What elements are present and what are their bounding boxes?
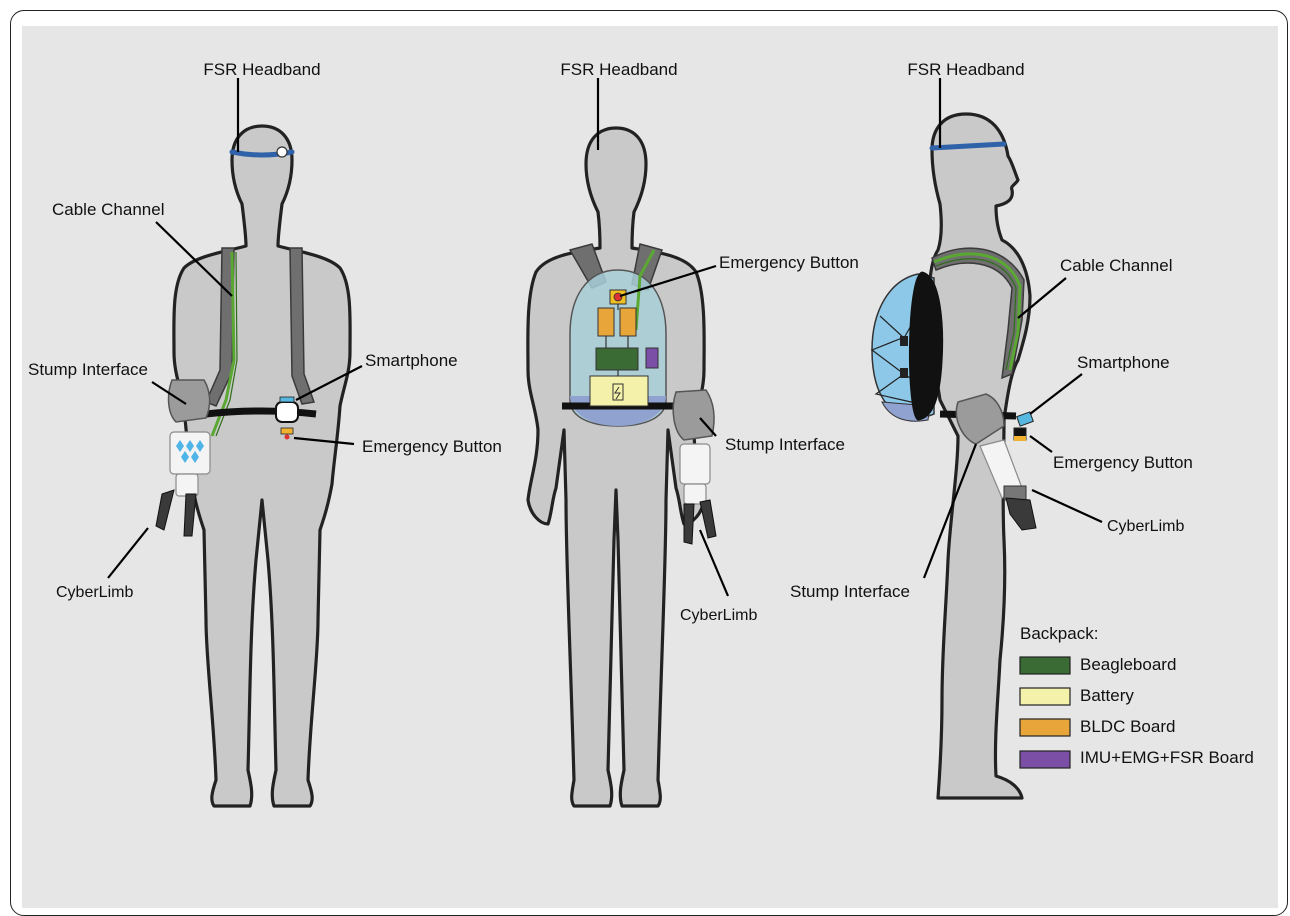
label-front-emergency-button: Emergency Button [362, 437, 502, 456]
front-emergency-button [281, 428, 293, 434]
side-backpack [872, 272, 943, 421]
back-stump-interface [673, 390, 714, 440]
label-back-stump-interface: Stump Interface [725, 435, 845, 454]
label-side-stump-interface: Stump Interface [790, 582, 910, 601]
front-smartphone [276, 402, 298, 422]
legend-swatch-beagleboard [1020, 657, 1070, 674]
back-cyberlimb [680, 444, 716, 544]
back-body-silhouette [528, 128, 704, 806]
label-side-cyberlimb: CyberLimb [1107, 518, 1184, 535]
label-side-emergency-button: Emergency Button [1053, 453, 1193, 472]
label-back-emergency-button: Emergency Button [719, 253, 859, 272]
back-bldc-board-2 [620, 308, 636, 336]
label-side-fsr-headband: FSR Headband [907, 60, 1024, 79]
legend-swatch-battery [1020, 688, 1070, 705]
front-stump-interface [169, 380, 210, 422]
front-figure [156, 126, 350, 806]
label-back-cyberlimb: CyberLimb [680, 607, 757, 624]
back-bldc-board-1 [598, 308, 614, 336]
back-figure [528, 128, 716, 806]
legend-label-battery: Battery [1080, 686, 1134, 705]
legend-label-imu-board: IMU+EMG+FSR Board [1080, 748, 1254, 767]
back-battery [590, 376, 648, 406]
back-imu-board [646, 348, 658, 368]
front-headband-sensor [277, 147, 287, 157]
label-back-fsr-headband: FSR Headband [560, 60, 677, 79]
label-front-cable-channel: Cable Channel [52, 200, 164, 219]
label-front-smartphone: Smartphone [365, 351, 458, 370]
legend-label-beagleboard: Beagleboard [1080, 655, 1176, 674]
legend-label-bldc-board: BLDC Board [1080, 717, 1175, 736]
side-figure [872, 114, 1036, 798]
legend-title: Backpack: [1020, 624, 1098, 643]
front-belt [206, 411, 316, 414]
label-front-cyberlimb: CyberLimb [56, 584, 133, 601]
label-front-fsr-headband: FSR Headband [203, 60, 320, 79]
backpack-legend: Backpack: Beagleboard Battery BLDC Board… [1020, 624, 1254, 768]
label-front-stump-interface: Stump Interface [28, 360, 148, 379]
legend-swatch-bldc-board [1020, 719, 1070, 736]
legend-swatch-imu-board [1020, 751, 1070, 768]
back-beagleboard [596, 348, 638, 370]
label-side-smartphone: Smartphone [1077, 353, 1170, 372]
side-body-silhouette [929, 114, 1030, 798]
label-side-cable-channel: Cable Channel [1060, 256, 1172, 275]
